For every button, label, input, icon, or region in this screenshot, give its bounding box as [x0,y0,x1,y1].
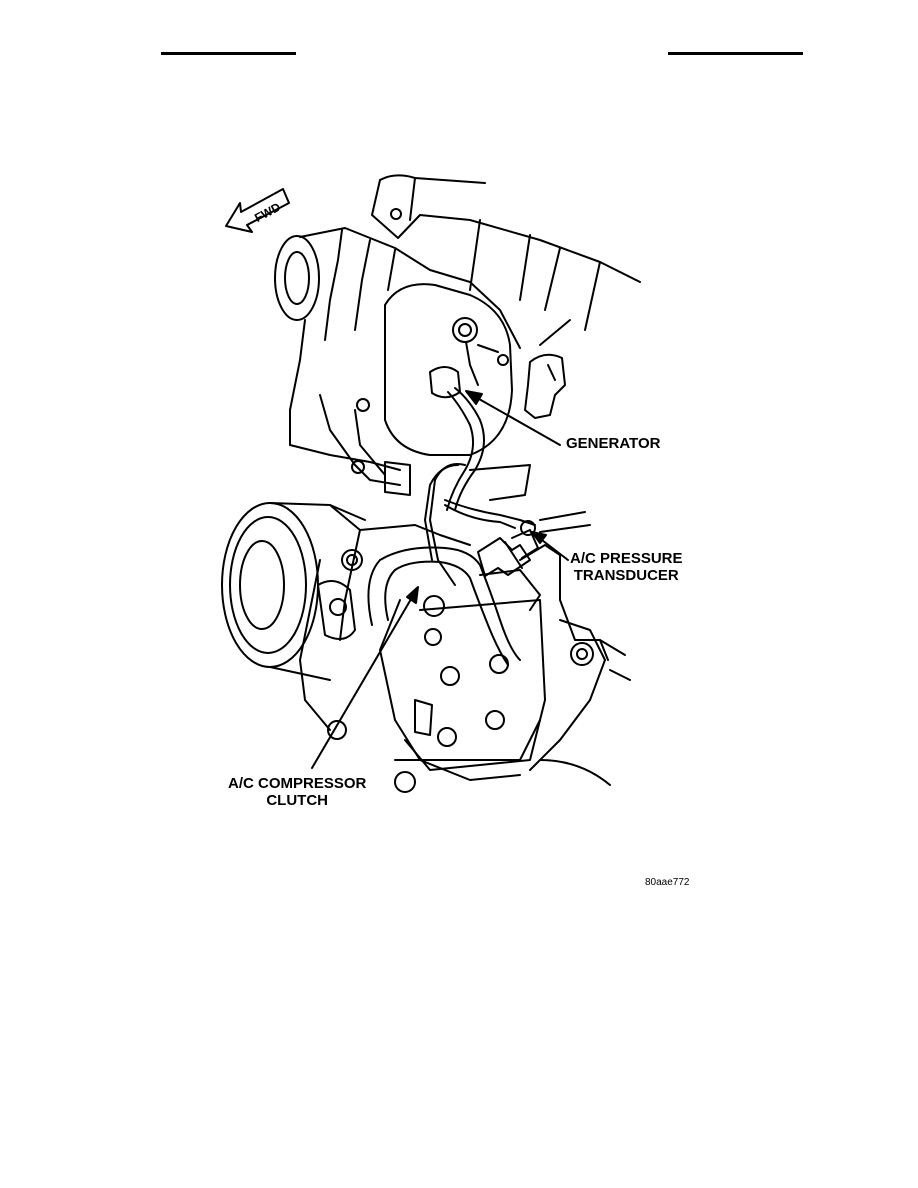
header-rule-left [161,52,296,55]
header-rule-right [668,52,803,55]
generator [274,227,521,496]
terminal-boot [524,353,566,419]
callout-pressure-transducer-line1: A/C PRESSURE [570,550,683,567]
figure-code: 80aae772 [645,877,690,888]
callout-compressor-clutch-line1: A/C COMPRESSOR [228,775,367,792]
callout-generator-text: GENERATOR [566,435,661,452]
ac-compressor [299,504,546,793]
fwd-arrow-icon: FWD [225,188,290,233]
callout-pressure-transducer-line2: TRANSDUCER [573,567,679,584]
compressor-pulley [221,502,366,681]
callout-pressure-transducer: A/C PRESSURE TRANSDUCER [570,550,683,584]
callout-generator: GENERATOR [566,435,660,452]
callout-compressor-clutch-line2: CLUTCH [266,792,328,809]
clutch-leader [311,586,419,769]
generator-leader [465,390,561,446]
engine-bracket [371,174,641,346]
callout-compressor-clutch: A/C COMPRESSOR CLUTCH [228,775,366,809]
refrigerant-line [367,546,521,666]
transducer-leader [531,531,569,561]
wiring-harness [424,387,536,586]
mounting-bracket [479,544,631,786]
